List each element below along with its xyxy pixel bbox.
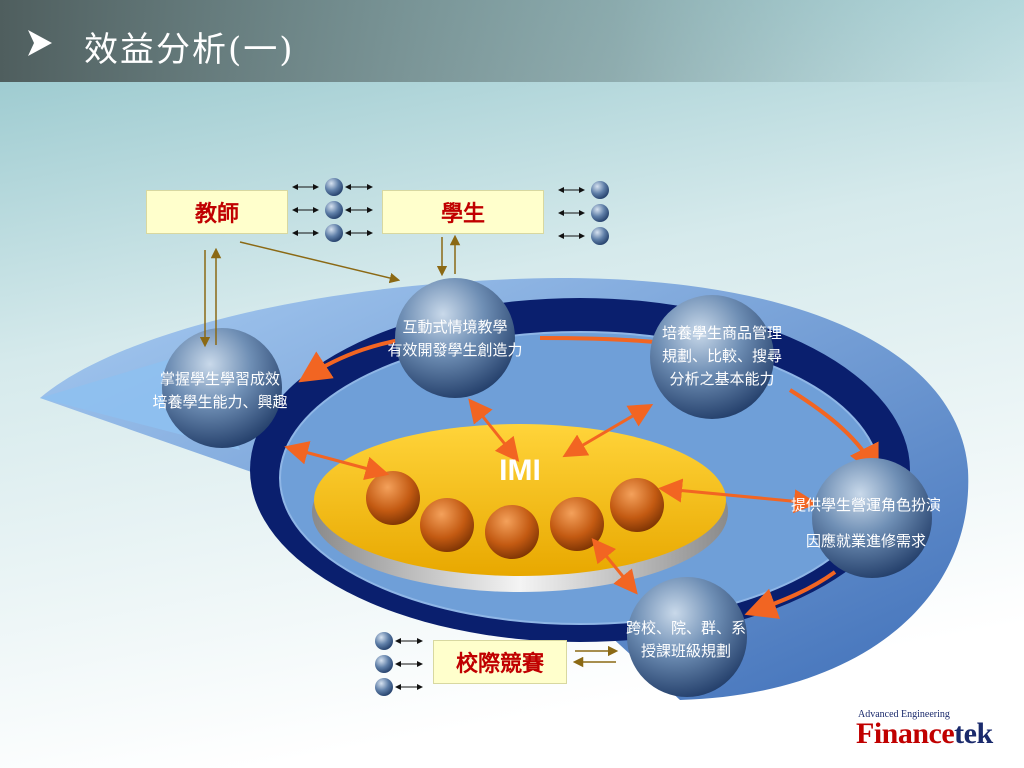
node-bottom-line: 跨校、院、群、系 [625,619,746,637]
imi-label: IMI [499,454,541,487]
small-sphere [325,224,343,242]
node-bottom-text: 跨校、院、群、系 授課班級規劃 [596,617,776,663]
node-right-text: 提供學生營運角色扮演 因應就業進修需求 [760,487,972,559]
node-top-text: 互動式情境教學 有效開發學生創造力 [355,316,555,362]
link-center-right [658,478,818,514]
node-right-line: 提供學生營運角色扮演 [790,496,941,514]
node-right-upper-line: 規劃、比較、搜尋 [661,347,782,365]
node-top-sphere [395,278,515,398]
imi-ball-3 [485,505,539,559]
link-center-right-upper [562,403,654,458]
small-sphere [591,204,609,222]
slide-title: 效益分析(一) [84,30,295,70]
imi-ball-1 [366,471,420,525]
small-sphere [591,227,609,245]
connector-teacher-to-top [239,241,401,284]
brand-logo-part-b: tek [954,717,993,750]
small-sphere [375,678,393,696]
node-right-upper-text: 培養學生商品管理 規劃、比較、搜尋 分析之基本能力 [632,322,812,391]
brand-tagline: Advanced Engineering [858,709,950,720]
link-center-left [284,441,390,481]
flow-arrow-right-lower [744,570,837,619]
small-sphere [325,201,343,219]
small-sphere [325,178,343,196]
node-right-line: 因應就業進修需求 [805,532,926,550]
node-right-upper-sphere [650,295,774,419]
node-right-upper-line: 培養學生商品管理 [661,324,782,342]
node-left-line: 培養學生能力、興趣 [152,393,288,411]
node-bottom-line: 授課班級規劃 [640,642,731,660]
link-center-top [468,398,520,463]
student-cluster [558,181,609,245]
node-right-upper-line: 分析之基本能力 [669,370,775,388]
imi-ball-2 [420,498,474,552]
center-disc [314,424,726,576]
title-bar [0,0,1024,82]
brand-logo: Financetek [856,717,993,751]
student-box: 學生 [382,190,544,234]
node-bottom-sphere [627,577,747,697]
teacher-box: 教師 [146,190,288,234]
node-left-line: 掌握學生學習成效 [159,370,280,388]
node-left-text: 掌握學生學習成效 培養學生能力、興趣 [115,368,325,414]
imi-ball-4 [550,497,604,551]
node-right-sphere [812,458,932,578]
imi-ball-5 [610,478,664,532]
teacher-student-cluster [292,178,373,242]
node-top-line: 有效開發學生創造力 [387,341,523,359]
node-top-line: 互動式情境教學 [402,318,508,336]
small-sphere [375,632,393,650]
arrowhead-bullet-icon [28,30,52,56]
brand-logo-part-a: Finance [856,717,955,750]
link-center-bottom [591,538,638,595]
competition-box: 校際競賽 [433,640,567,684]
small-sphere [591,181,609,199]
node-left-sphere [162,328,282,448]
competition-cluster [375,632,423,696]
small-sphere [375,655,393,673]
